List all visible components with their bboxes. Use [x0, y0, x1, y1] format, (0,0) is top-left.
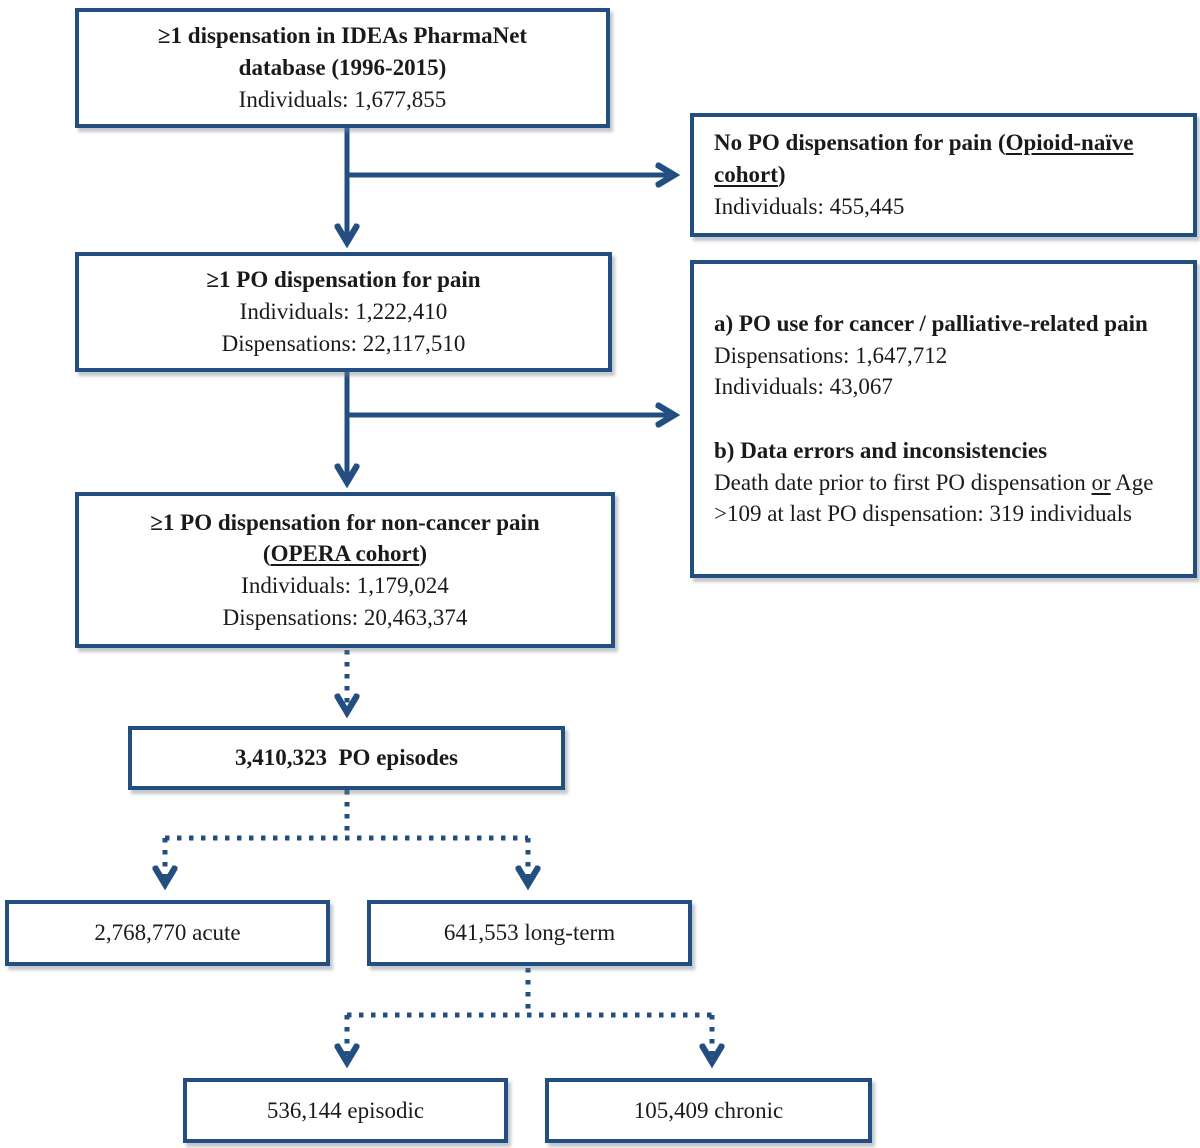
box-chronic-episodes: 105,409 chronic — [545, 1078, 872, 1143]
episodes-count: 3,410,323 PO episodes — [235, 745, 458, 771]
box-title: ≥1 PO dispensation for non-cancer pain — [150, 509, 540, 535]
individuals-count: Individuals: 455,445 — [714, 193, 905, 219]
individuals-count: Individuals: 1,179,024 — [241, 573, 449, 598]
individuals-count: Individuals: 43,067 — [714, 374, 893, 400]
title-text: No PO dispensation for pain ( — [714, 130, 1006, 156]
exclusion-b-title: b) Data errors and inconsistencies — [714, 438, 1048, 463]
box-title: No PO dispensation for pain (Opioid-naïv… — [714, 127, 1167, 190]
cohort-line: (OPERA cohort) — [263, 538, 427, 570]
acute-count: 2,768,770 acute — [94, 920, 241, 946]
box-exclusions: a) PO use for cancer / palliative-relate… — [690, 260, 1197, 578]
dispensations-count: Dispensations: 1,647,712 — [714, 342, 948, 368]
exclusion-a-title: a) PO use for cancer / palliative-relate… — [714, 310, 1148, 336]
title-text: ) — [419, 541, 428, 567]
cohort-name: OPERA cohort — [270, 541, 420, 567]
box-long-term-episodes: 641,553 long-term — [367, 900, 692, 966]
individuals-count: Individuals: 1,677,855 — [238, 86, 447, 112]
box-ideas-database: ≥1 dispensation in IDEAs PharmaNet datab… — [75, 8, 610, 128]
box-title-line: database (1996-2015) — [238, 55, 447, 81]
box-opera-cohort: ≥1 PO dispensation for non-cancer pain (… — [75, 492, 615, 648]
individuals-count: Individuals: 1,222,410 — [239, 299, 448, 325]
chronic-count: 105,409 chronic — [633, 1097, 784, 1123]
box-title: ≥1 PO dispensation for pain — [206, 267, 481, 293]
dispensations-count: Dispensations: 22,117,510 — [221, 330, 466, 356]
or-connector: or — [1091, 469, 1111, 495]
text-segment: Death date prior to first PO dispensatio… — [714, 469, 1092, 495]
exclusion-b-text: Death date prior to first PO dispensatio… — [714, 467, 1167, 530]
text-segment: Age >109 at last PO dispensation: 319 in… — [714, 469, 1154, 527]
cohort-name: Opioid-naïve cohort — [714, 130, 1134, 188]
box-opioid-naive-cohort: No PO dispensation for pain (Opioid-naïv… — [690, 113, 1197, 237]
box-po-episodes: 3,410,323 PO episodes — [128, 726, 565, 790]
box-episodic-episodes: 536,144 episodic — [183, 1078, 508, 1143]
title-text: ( — [262, 541, 271, 567]
title-text: ) — [777, 162, 786, 188]
episodic-count: 536,144 episodic — [266, 1097, 425, 1123]
box-po-dispensation-pain: ≥1 PO dispensation for pain Individuals:… — [75, 252, 612, 372]
box-acute-episodes: 2,768,770 acute — [5, 900, 330, 966]
box-title-line: ≥1 dispensation in IDEAs PharmaNet — [157, 23, 528, 49]
dispensations-count: Dispensations: 20,463,374 — [222, 604, 468, 630]
long-term-count: 641,553 long-term — [443, 920, 616, 946]
